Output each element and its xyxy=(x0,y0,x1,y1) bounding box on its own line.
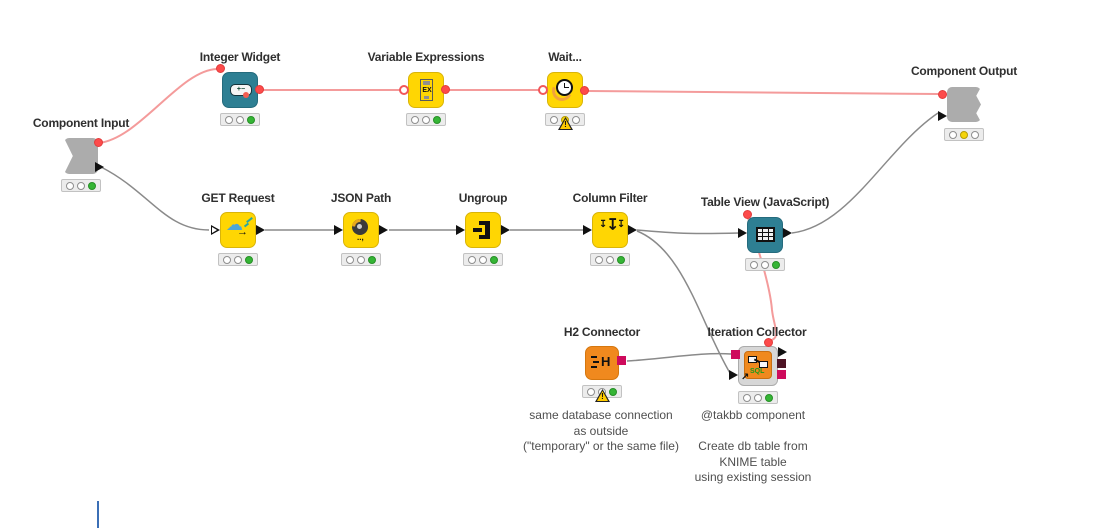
node-label: Column Filter xyxy=(572,191,648,205)
data-in-port[interactable] xyxy=(729,370,738,380)
flow-variable-out-port[interactable] xyxy=(94,138,103,147)
node-label: Table View (JavaScript) xyxy=(700,195,830,209)
h2-annotation: same database connection as outside ("te… xyxy=(523,408,679,453)
data-out-port[interactable] xyxy=(95,162,104,172)
data-in-port[interactable] xyxy=(211,225,220,235)
db-session-out-port[interactable] xyxy=(777,359,786,368)
status-lights xyxy=(61,179,101,192)
component-link-arrow-icon: ↗ xyxy=(741,372,750,383)
flow-variable-in-port[interactable] xyxy=(743,210,752,219)
status-lights xyxy=(220,113,260,126)
edge-data-input-to-getrequest[interactable] xyxy=(100,166,210,231)
data-out-port[interactable] xyxy=(379,225,388,235)
flow-variable-out-port[interactable] xyxy=(441,85,450,94)
column-filter-node[interactable] xyxy=(592,212,628,248)
flow-variable-in-port[interactable] xyxy=(216,64,225,73)
ungroup-node[interactable] xyxy=(465,212,501,248)
filter-arrow-icon: ↧ xyxy=(606,217,620,234)
data-in-port[interactable] xyxy=(583,225,592,235)
h2-connector-node[interactable] xyxy=(585,346,619,380)
status-lights xyxy=(590,253,630,266)
widget-dot-icon xyxy=(243,92,249,98)
status-lights xyxy=(463,253,503,266)
status-lights xyxy=(341,253,381,266)
flow-variable-out-port[interactable] xyxy=(580,86,589,95)
json-dots-icon: .., xyxy=(357,233,364,242)
node-label: Ungroup xyxy=(458,191,508,205)
db-out-port[interactable] xyxy=(617,356,626,365)
table-grid-icon xyxy=(756,227,775,242)
takbb-annotation: @takbb component Create db table from KN… xyxy=(694,408,812,484)
data-out-port[interactable] xyxy=(256,225,265,235)
component-icon: SQL xyxy=(744,351,772,379)
warning-icon: ! xyxy=(595,389,610,402)
expressions-icon: EX xyxy=(420,79,433,101)
node-label: GET Request xyxy=(201,191,275,205)
flow-variable-in-port[interactable] xyxy=(538,85,548,95)
data-in-port[interactable] xyxy=(334,225,343,235)
filter-arrow-icon: ↧ xyxy=(617,219,626,230)
edge-data-columnfilter-to-collector[interactable] xyxy=(636,230,731,374)
flow-variable-in-port[interactable] xyxy=(399,85,409,95)
edge-flowvar-input-to-integer[interactable] xyxy=(98,68,218,144)
data-out-port[interactable] xyxy=(783,228,792,238)
data-in-port[interactable] xyxy=(738,228,747,238)
annotation-border-fragment xyxy=(97,501,99,528)
node-label: Iteration Collector xyxy=(707,325,807,339)
node-label: Component Output xyxy=(910,64,1018,78)
status-lights xyxy=(218,253,258,266)
h2-database-icon: H xyxy=(591,354,615,370)
node-label: Integer Widget xyxy=(199,50,281,64)
status-lights xyxy=(944,128,984,141)
clock-icon xyxy=(556,79,573,96)
sql-label-icon: SQL xyxy=(750,368,765,375)
request-arrow-icon: → xyxy=(237,226,248,238)
data-out-port[interactable] xyxy=(628,225,637,235)
edge-data-tableview-to-output[interactable] xyxy=(791,112,939,234)
warning-icon: ! xyxy=(558,117,573,130)
data-in-port[interactable] xyxy=(456,225,465,235)
node-label: Variable Expressions xyxy=(367,50,485,64)
node-label: Component Input xyxy=(32,116,130,130)
filter-arrow-icon: ↧ xyxy=(599,219,608,230)
edge-flowvar-wait-to-output[interactable] xyxy=(587,90,939,95)
component-output-node[interactable] xyxy=(947,87,981,122)
node-label: H2 Connector xyxy=(563,325,641,339)
data-out-port[interactable] xyxy=(501,225,510,235)
data-out-port[interactable] xyxy=(778,347,787,357)
ungroup-icon xyxy=(473,221,493,239)
db-out-port[interactable] xyxy=(777,370,786,379)
status-lights xyxy=(745,258,785,271)
json-hole-icon xyxy=(357,224,362,229)
status-lights xyxy=(406,113,446,126)
node-label: Wait... xyxy=(548,50,582,64)
flow-variable-out-port[interactable] xyxy=(764,338,773,347)
edge-data-columnfilter-to-tableview[interactable] xyxy=(636,229,740,235)
edge-db-h2-to-collector[interactable] xyxy=(626,352,732,362)
flow-variable-out-port[interactable] xyxy=(255,85,264,94)
node-label: JSON Path xyxy=(330,191,392,205)
flow-variable-in-port[interactable] xyxy=(938,90,947,99)
data-in-port[interactable] xyxy=(938,111,947,121)
db-in-port[interactable] xyxy=(731,350,740,359)
cloud-icon: ☁ xyxy=(226,215,243,234)
status-lights xyxy=(738,391,778,404)
